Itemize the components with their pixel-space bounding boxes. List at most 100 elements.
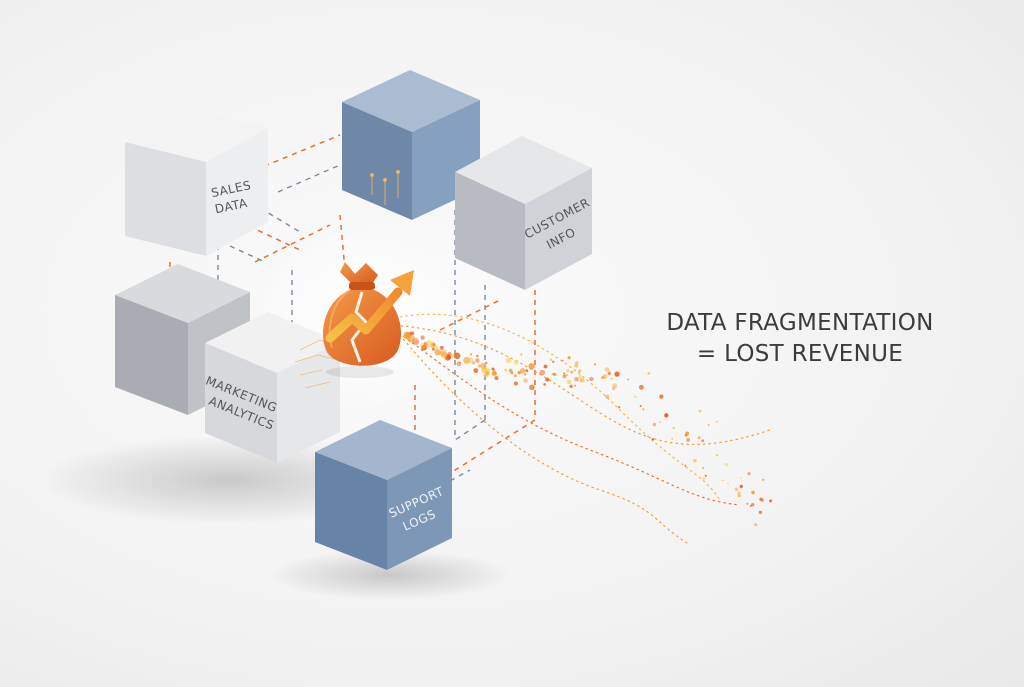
particle — [652, 422, 657, 427]
particle — [751, 490, 755, 495]
particle — [638, 384, 644, 390]
particle — [698, 409, 702, 413]
particle — [647, 372, 651, 375]
cube-customer-info: CUSTOMER INFO — [455, 136, 592, 290]
particle — [701, 439, 705, 443]
particle — [472, 361, 476, 365]
particle — [421, 344, 427, 351]
particle — [553, 373, 557, 377]
particle — [601, 376, 605, 379]
revenue-flow-curves — [389, 313, 771, 546]
particle — [519, 368, 526, 374]
particle — [459, 361, 462, 364]
particle — [740, 477, 742, 479]
particle — [715, 453, 719, 457]
particle — [612, 386, 616, 391]
particle — [510, 371, 514, 375]
particle — [721, 479, 724, 482]
particle — [517, 371, 521, 375]
particle — [589, 376, 594, 382]
particle — [403, 331, 412, 340]
headline-line1: DATA FRAGMENTATION — [666, 310, 934, 336]
particle — [617, 405, 621, 409]
particle — [614, 371, 620, 377]
revenue-particles — [384, 327, 773, 527]
particle — [539, 369, 546, 376]
particle — [450, 353, 455, 358]
particle — [639, 404, 642, 408]
particle — [573, 384, 577, 387]
particle — [567, 356, 571, 360]
particle — [569, 384, 573, 389]
particle — [610, 377, 613, 380]
particle — [734, 487, 739, 492]
particle — [566, 374, 569, 377]
particle — [494, 376, 499, 381]
particle — [473, 368, 479, 374]
particle — [420, 335, 425, 340]
cracked-money-bag-with-rising-arrow-icon — [323, 262, 414, 378]
particle — [664, 413, 669, 418]
particle — [704, 474, 707, 477]
particle — [529, 384, 535, 391]
particle — [467, 357, 474, 364]
cube-sales-data: SALES DATA — [125, 108, 268, 256]
particle — [697, 436, 701, 440]
floor-shadow — [270, 550, 510, 600]
particle — [409, 331, 413, 335]
particle — [412, 338, 420, 345]
particle — [523, 378, 528, 383]
particle — [707, 424, 710, 426]
headline-line2: = LOST REVENUE — [696, 341, 904, 367]
particle — [642, 408, 645, 411]
particle — [505, 357, 512, 363]
particle — [762, 478, 765, 481]
particle — [481, 366, 488, 373]
particle — [579, 377, 585, 383]
particle — [659, 421, 661, 423]
particle — [747, 472, 751, 476]
cube-support-logs: SUPPORT LOGS — [315, 420, 452, 570]
particle — [716, 420, 718, 423]
particle — [577, 369, 582, 373]
particle — [659, 394, 664, 399]
particle — [549, 358, 553, 362]
particle — [469, 353, 473, 356]
particle — [528, 363, 535, 370]
particle — [513, 359, 519, 366]
particle — [477, 364, 481, 368]
particle — [523, 373, 527, 376]
particle — [513, 374, 517, 378]
particle — [434, 349, 441, 356]
particle — [634, 395, 637, 398]
particle — [491, 367, 494, 371]
particle — [483, 372, 490, 378]
particle — [561, 359, 564, 362]
particle — [475, 358, 480, 363]
particle — [563, 372, 566, 375]
particle — [525, 369, 529, 372]
particle — [419, 342, 427, 350]
particle — [562, 374, 567, 379]
particle — [574, 364, 579, 368]
particle — [671, 437, 674, 440]
particle — [431, 345, 434, 348]
particle — [552, 360, 555, 363]
particle — [520, 353, 523, 356]
headline: DATA FRAGMENTATION = LOST REVENUE — [640, 308, 960, 370]
particle — [702, 467, 705, 469]
particle — [440, 349, 447, 357]
particle — [574, 376, 579, 382]
particle — [566, 379, 572, 385]
particle — [431, 347, 435, 351]
particle — [578, 374, 582, 379]
particle — [476, 354, 479, 358]
particle — [545, 377, 550, 382]
particle — [543, 364, 548, 369]
particle — [431, 342, 434, 345]
particle — [491, 370, 497, 376]
particle — [754, 523, 758, 527]
particle — [627, 378, 630, 381]
particle — [727, 482, 729, 485]
